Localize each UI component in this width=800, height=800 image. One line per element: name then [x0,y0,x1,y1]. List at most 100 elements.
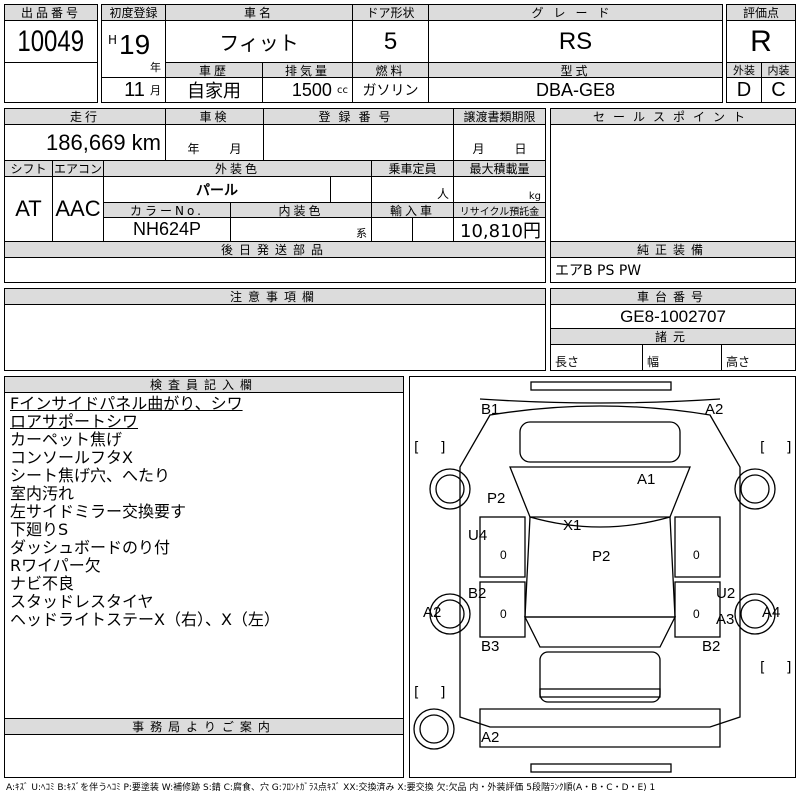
zero-mark: 0 [500,548,507,562]
inspector-line: 左サイドミラー交換要す [10,502,187,521]
shift-value: AT [4,176,53,242]
inspector-label: 検査員記入欄 [4,376,404,393]
color-no-label: カラーNo. [103,202,231,218]
sales-point-label: セールスポイント [550,108,796,125]
inspector-line: スタッドレスタイヤ [10,592,154,611]
spec-width: 幅 [642,344,722,371]
legend-footer: A:ｷｽﾞ U:ﾍｺﾐ B:ｷｽﾞを伴うﾍｺﾐ P:要塗装 W:補修跡 S:錆 … [6,783,656,793]
first-reg-year: H 19 年 [101,20,166,78]
shift-label: シフト [4,160,53,177]
office-body [4,734,404,778]
inspector-line: ナビ不良 [10,574,75,593]
year-unit: 年 [150,61,161,74]
year: 19 [119,29,151,60]
capacity-value: 人 [371,176,454,203]
later-parts-body [4,257,546,283]
lot-label: 出品番号 [4,4,98,21]
inspector-line: Rワイパー欠 [10,556,101,575]
displacement-value: 1500 cc [262,77,353,103]
damage-mark: A4 [762,604,781,621]
lot-value: 10049 [4,20,98,63]
ac-value: AAC [52,176,104,242]
car-outline-icon: [] [] [] [] [413,381,791,773]
notes-label: 注意事項欄 [4,288,546,305]
zero-mark: 0 [693,607,700,621]
inspector-line: ダッシュボードのり付 [10,538,171,557]
equipment-label: 純正装備 [550,241,796,258]
ext-color-value: パール [103,176,331,203]
import-cell-1 [371,217,413,242]
car-name-label: 車名 [165,4,353,21]
inspector-line: カーペット焦げ [10,430,123,449]
import-cell-2 [412,217,454,242]
int-score: C [761,77,796,103]
chassis-value: GE8-1002707 [550,304,796,329]
inspector-line: ロアサポートシワ [10,412,139,431]
capacity-label: 乗車定員 [371,160,454,177]
damage-mark: A2 [481,729,500,746]
later-parts-label: 後日発送部品 [4,241,546,258]
inspector-line: ヘッドライトステーX（右）、X（左） [10,610,280,629]
damage-mark: B2 [468,585,487,602]
grade-label: グレード [428,4,723,21]
score-value: R [726,20,796,63]
max-load-label: 最大積載量 [453,160,546,177]
ext-color-extra [330,176,372,203]
int-score-label: 内装 [761,62,796,78]
mileage-value: 186,669 km [4,124,166,161]
svg-text:[: [ [414,685,419,701]
car-diagram: [] [] [] [] [409,376,796,778]
recycle-label: リサイクル預託金 [453,202,546,218]
damage-mark: A3 [716,611,735,628]
color-no-value: NH624P [103,217,231,242]
office-label: 事務局よりご案内 [4,718,404,735]
import-label: 輸入車 [371,202,454,218]
damage-mark: X1 [563,517,582,534]
inspector-line: 室内汚れ [10,484,75,503]
specs-label: 諸元 [550,328,796,345]
first-reg-label: 初度登録 [101,4,166,21]
model-label: 型式 [428,62,723,78]
notes-body [4,304,546,371]
lot-empty [4,62,98,103]
inspection-value: 年月 [165,124,264,161]
damage-mark: B1 [481,401,500,418]
damage-mark: P2 [592,548,611,565]
max-load-value: kg [453,176,546,203]
chassis-label: 車台番号 [550,288,796,305]
score-label: 評価点 [726,4,796,21]
doc-deadline-label: 譲渡書類期限 [453,108,546,125]
inspector-line: シート焦げ穴、へたり [10,466,171,485]
first-reg-month: 11 月 [101,77,166,103]
damage-mark: A2 [423,604,442,621]
damage-mark: U4 [468,527,488,544]
recycle-value: 10,810円 [453,217,546,242]
grade-value: RS [428,20,723,63]
reg-no-value [263,124,454,161]
ac-label: エアコン [52,160,104,177]
svg-text:]: ] [786,660,791,676]
zero-mark: 0 [693,548,700,562]
sales-point-body [550,124,796,242]
mileage-label: 走行 [4,108,166,125]
fuel-value: ガソリン [352,77,429,103]
svg-text:]: ] [440,685,445,701]
ext-color-label: 外装色 [103,160,372,177]
car-name-value: フィット [165,20,353,63]
int-color-label: 内装色 [230,202,372,218]
inspector-line: コンソールフタX [10,448,133,467]
ext-score: D [726,77,762,103]
damage-mark: A1 [637,471,656,488]
damage-mark: P2 [487,490,506,507]
svg-text:[: [ [760,440,765,456]
displacement-label: 排気量 [262,62,353,78]
doc-deadline-value: 月日 [453,124,546,161]
damage-mark: U2 [716,585,736,602]
reg-no-label: 登録番号 [263,108,454,125]
doors-value: 5 [352,20,429,63]
svg-text:]: ] [440,440,445,456]
model-value: DBA-GE8 [428,77,723,103]
svg-text:]: ] [786,440,791,456]
inspector-line: Fインサイドパネル曲がり、シワ [10,394,243,413]
spec-height: 高さ [721,344,796,371]
